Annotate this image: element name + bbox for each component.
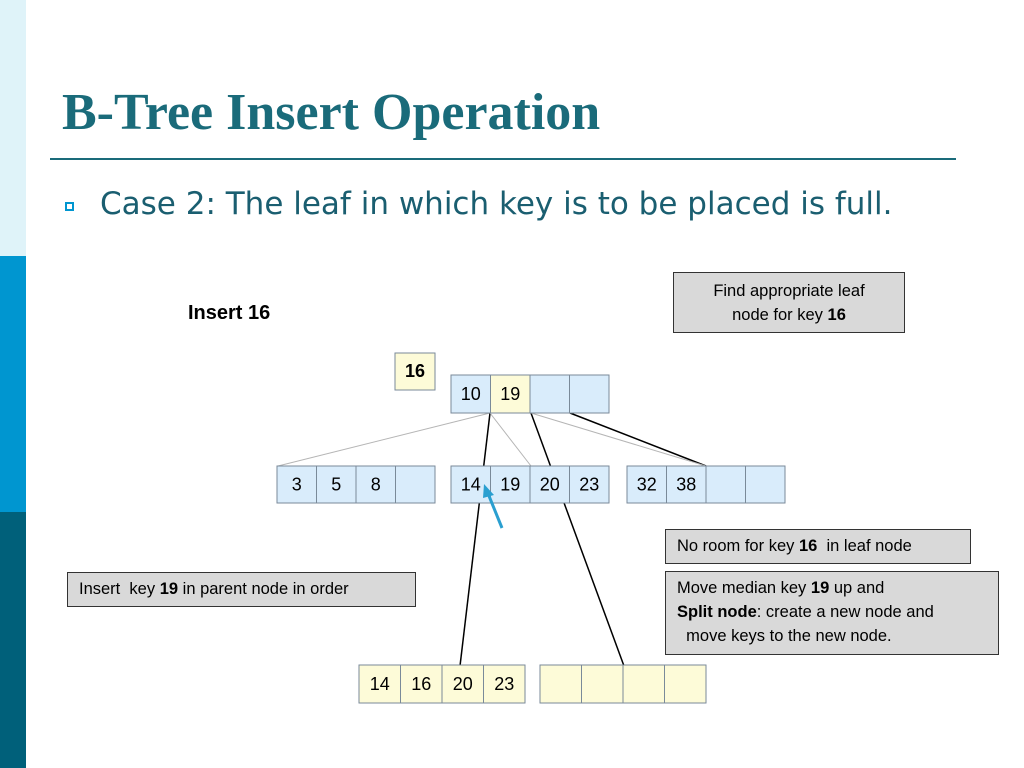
note-move-median: Move median key 19 up and Split node: cr…: [665, 571, 999, 655]
note-find-line2: node for key 16: [732, 305, 846, 324]
leaf-left-cell: [276, 465, 317, 504]
root-key: 10: [461, 384, 481, 404]
leaf-left-cell: [355, 465, 396, 504]
split-left-cell: [358, 664, 401, 704]
leaf-middle-key: 19: [500, 475, 520, 495]
arrow-icon: [483, 484, 504, 529]
root-key: 19: [500, 384, 520, 404]
note-move-line1: Move median key 19 up and: [677, 579, 885, 597]
leaf-right-cell: [705, 465, 746, 504]
leaf-left-key: 5: [331, 475, 341, 495]
arrow-head: [483, 484, 494, 498]
tree-edges: [277, 412, 707, 667]
split-right-cell: [664, 664, 707, 704]
split-left-key: 23: [494, 674, 514, 694]
new-key-box: [394, 352, 436, 391]
bullet-text: Case 2: The leaf in which key is to be p…: [100, 186, 893, 222]
tree-edge: [530, 412, 625, 667]
note-no-room: No room for key 16 in leaf node: [665, 529, 971, 564]
leaf-right-key: 32: [637, 475, 657, 495]
bullet-square-icon: [65, 202, 74, 211]
split-left-key: 16: [411, 674, 431, 694]
root-cell: [529, 374, 570, 414]
split-right-cell: [581, 664, 624, 704]
slide-title: B-Tree Insert Operation: [62, 84, 601, 141]
note-find-leaf: Find appropriate leaf node for key 16: [673, 272, 905, 333]
leaf-left-cell: [395, 465, 436, 504]
root-cell: [490, 374, 531, 414]
split-left-key: 14: [370, 674, 390, 694]
leaf-middle-cell: [569, 465, 610, 504]
tree-edge: [459, 412, 491, 667]
tree-edge: [569, 412, 707, 467]
tree-nodes: 16 10 19 3 5 8 14 19 20 23 32 38 14 16 20 23: [276, 352, 786, 704]
leaf-right-cell: [745, 465, 786, 504]
insert-label: Insert 16: [188, 302, 271, 324]
leaf-right-cell: [626, 465, 667, 504]
leaf-middle-cell: [490, 465, 531, 504]
split-left-cell: [441, 664, 484, 704]
leaf-right-key: 38: [676, 475, 696, 495]
leaf-middle-cell: [529, 465, 570, 504]
split-left-cell: [483, 664, 526, 704]
leaf-middle-key: 20: [540, 475, 560, 495]
leaf-right-cell: [666, 465, 707, 504]
root-cell: [569, 374, 610, 414]
split-right-cell: [539, 664, 582, 704]
note-move-line3: move keys to the new node.: [677, 626, 892, 645]
note-move-line2: Split node: create a new node and: [677, 602, 934, 621]
tree-edge: [489, 412, 532, 467]
split-right-cell: [622, 664, 665, 704]
note-insert-parent: Insert key 19 in parent node in order: [67, 572, 416, 607]
root-cell: [450, 374, 491, 414]
note-find-line1: Find appropriate leaf: [713, 282, 865, 300]
split-left-key: 20: [453, 674, 473, 694]
sidebar-strip-top: [0, 0, 26, 256]
leaf-middle-key: 23: [579, 475, 599, 495]
sidebar-strip-middle: [0, 256, 26, 512]
split-left-cell: [400, 664, 443, 704]
sidebar-strip-bottom: [0, 512, 26, 768]
arrow-shaft: [485, 490, 504, 529]
new-key-label: 16: [405, 361, 425, 381]
title-divider: [50, 158, 956, 160]
tree-edge: [530, 412, 707, 467]
leaf-left-key: 8: [371, 475, 381, 495]
leaf-middle-key: 14: [461, 475, 481, 495]
tree-edge: [277, 412, 491, 467]
leaf-left-key: 3: [292, 475, 302, 495]
